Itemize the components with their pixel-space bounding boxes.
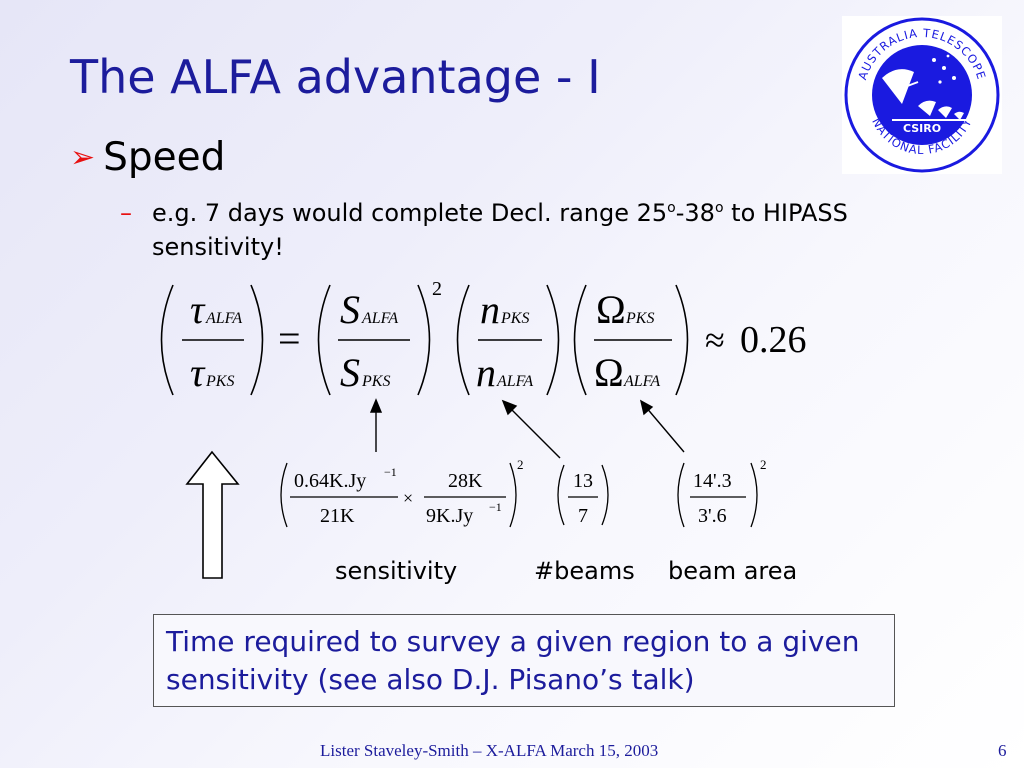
footer-text: Lister Staveley-Smith – X-ALFA March 15,… xyxy=(320,741,659,760)
sub-bullet-text: e.g. 7 days would complete Decl. range 2… xyxy=(152,196,900,264)
omega-alfa-symbol: Ω xyxy=(594,350,624,395)
big-up-arrow-icon xyxy=(185,450,240,579)
n-alfa-symbol: n xyxy=(476,350,496,395)
area-num: 14'.3 xyxy=(693,470,732,492)
area-exponent: 2 xyxy=(760,457,767,472)
note-text: Time required to survey a given region t… xyxy=(166,625,860,696)
label-sensitivity: sensitivity xyxy=(335,557,458,585)
sens-num-left: 0.64K.Jy xyxy=(294,470,366,492)
n-pks-sub: PKS xyxy=(500,310,529,327)
s-pks-sub: PKS xyxy=(361,373,390,390)
dash-bullet-icon: – xyxy=(120,199,132,227)
sub-bullet: – e.g. 7 days would complete Decl. range… xyxy=(120,196,900,264)
sens-num-left-exp: −1 xyxy=(384,465,397,479)
page-number: 6 xyxy=(998,741,1007,760)
sub-bullet-part3: to HIPASS sensitivity! xyxy=(152,199,848,261)
label-beam-area: beam area xyxy=(668,557,798,585)
degree-sup-2: o xyxy=(714,200,724,216)
s-pks-symbol: S xyxy=(340,350,360,395)
label-beams: #beams xyxy=(534,557,635,585)
bullet-speed: ➢ Speed xyxy=(70,135,226,181)
s-alfa-sub: ALFA xyxy=(361,310,398,327)
tau-pks-symbol: τ xyxy=(190,350,206,395)
sens-den-right-exp: −1 xyxy=(489,500,502,514)
tau-alfa-symbol: τ xyxy=(190,287,206,332)
equals-sign: = xyxy=(278,316,301,361)
factor-parentheses xyxy=(280,462,758,528)
sens-exponent: 2 xyxy=(517,457,524,472)
tau-pks-sub: PKS xyxy=(205,373,234,390)
beams-den: 7 xyxy=(578,505,588,527)
s-alfa-symbol: S xyxy=(340,287,360,332)
slide-title: The ALFA advantage - I xyxy=(70,50,601,104)
n-alfa-sub: ALFA xyxy=(496,373,533,390)
pointer-arrows xyxy=(369,398,685,459)
n-pks-symbol: n xyxy=(480,287,500,332)
main-exponent: 2 xyxy=(432,278,442,300)
times-sign: × xyxy=(403,488,413,508)
csiro-logo-graphic: AUSTRALIA TELESCOPE NATIONAL FACILITY CS… xyxy=(844,17,1000,173)
beams-num: 13 xyxy=(573,470,593,492)
result-value: 0.26 xyxy=(740,319,807,361)
tau-alfa-sub: ALFA xyxy=(205,310,242,327)
approx-sign: ≈ xyxy=(705,320,725,360)
stars-icon xyxy=(932,54,956,84)
omega-pks-symbol: Ω xyxy=(596,287,626,332)
sens-den-left: 21K xyxy=(320,505,355,527)
csiro-logo: AUSTRALIA TELESCOPE NATIONAL FACILITY CS… xyxy=(842,16,1002,174)
arrow-bullet-icon: ➢ xyxy=(70,140,96,176)
bullet-speed-text: Speed xyxy=(103,135,226,180)
main-parentheses xyxy=(160,284,689,396)
note-box: Time required to survey a given region t… xyxy=(153,614,895,707)
logo-center-text: CSIRO xyxy=(903,122,941,135)
dish-icon xyxy=(882,69,966,121)
omega-alfa-sub: ALFA xyxy=(623,373,660,390)
degree-sup-1: o xyxy=(667,200,676,216)
sens-num-right: 28K xyxy=(448,470,483,492)
omega-pks-sub: PKS xyxy=(625,310,654,327)
sens-den-right: 9K.Jy xyxy=(426,505,473,527)
sub-bullet-part1: e.g. 7 days would complete Decl. range 2… xyxy=(152,199,668,227)
sub-bullet-part2: -38 xyxy=(675,199,715,227)
area-den: 3'.6 xyxy=(698,505,727,527)
